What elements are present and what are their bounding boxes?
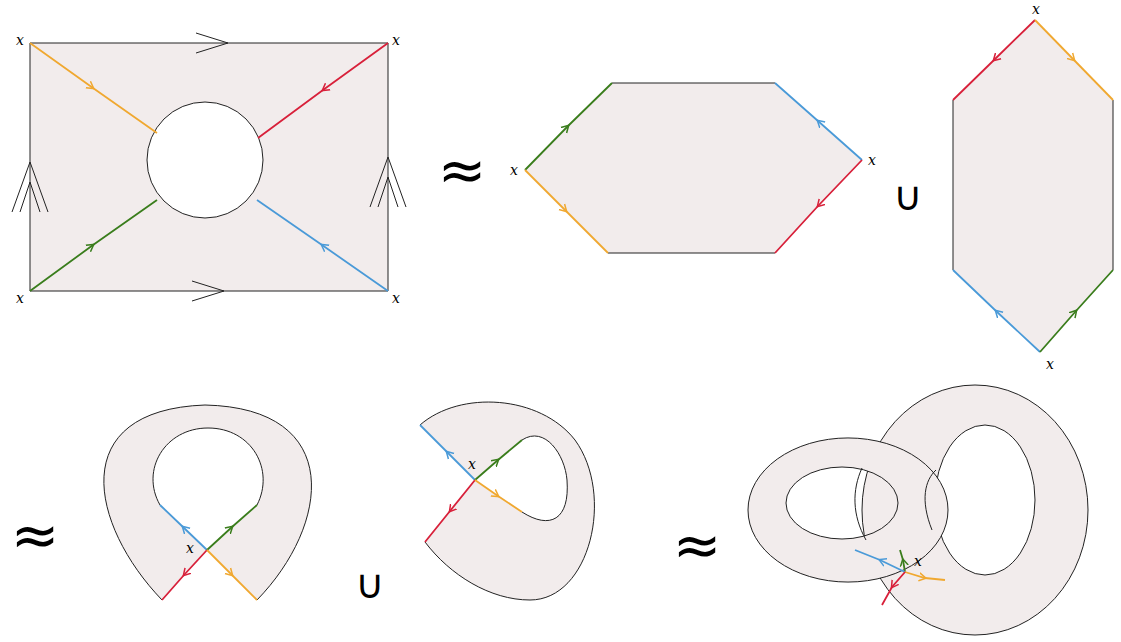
point-label: x — [510, 163, 518, 177]
cut-annulus-right — [420, 402, 594, 600]
homeomorphic-symbol: ≈ — [673, 516, 722, 574]
hexagon-vertical — [953, 20, 1113, 352]
point-label: x — [392, 33, 400, 47]
point-label: x — [868, 153, 876, 167]
hexagon-horizontal — [525, 83, 862, 253]
cut-annulus-left — [104, 405, 312, 600]
homeomorphic-symbol: ≈ — [11, 506, 60, 564]
point-label: x — [468, 457, 476, 471]
point-label: x — [16, 33, 24, 47]
point-label: x — [1032, 2, 1040, 16]
point-label: x — [1046, 357, 1054, 371]
homeomorphic-symbol: ≈ — [438, 141, 487, 199]
point-label: x — [392, 291, 400, 305]
point-label: x — [186, 541, 194, 555]
point-label: x — [914, 554, 922, 568]
point-label: x — [16, 291, 24, 305]
union-symbol: ∪ — [355, 564, 384, 604]
punctured-square — [12, 33, 406, 301]
linked-bands — [748, 385, 1088, 635]
union-symbol: ∪ — [893, 176, 922, 216]
